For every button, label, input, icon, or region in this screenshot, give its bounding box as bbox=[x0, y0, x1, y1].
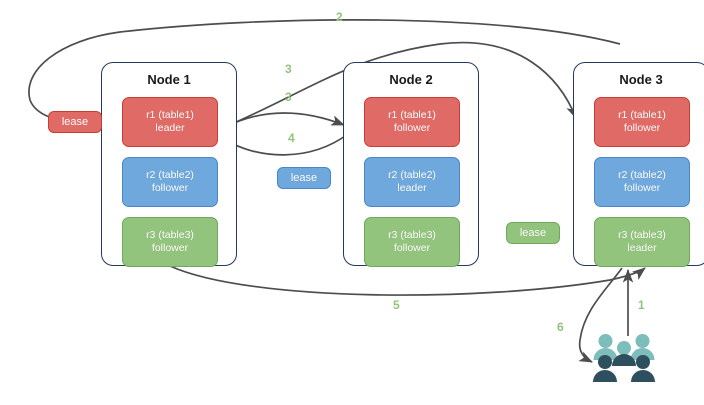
arrow-step-5 bbox=[169, 265, 646, 296]
node-2[interactable]: Node 2 r1 (table1) follower r2 (table2) … bbox=[343, 62, 479, 267]
node-3-title: Node 3 bbox=[619, 72, 663, 87]
node-3[interactable]: Node 3 r1 (table1) follower r2 (table2) … bbox=[573, 62, 704, 267]
node-1-replica-r1[interactable]: r1 (table1) leader bbox=[122, 97, 218, 147]
node-1[interactable]: Node 1 r1 (table1) leader r2 (table2) fo… bbox=[101, 62, 237, 267]
node-2-replica-r2[interactable]: r2 (table2) leader bbox=[364, 157, 460, 207]
node-1-replica-r1-name: r1 (table1) bbox=[146, 109, 194, 121]
node-3-replica-r3[interactable]: r3 (table3) leader bbox=[594, 217, 690, 267]
step-label-3a: 3 bbox=[285, 62, 292, 76]
node-1-title: Node 1 bbox=[147, 72, 191, 87]
step-label-1: 1 bbox=[638, 298, 645, 312]
step-label-6: 6 bbox=[557, 320, 564, 334]
node-1-replica-r2[interactable]: r2 (table2) follower bbox=[122, 157, 218, 207]
node-3-replica-r3-role: leader bbox=[627, 242, 657, 254]
node-1-replica-r3-role: follower bbox=[151, 242, 189, 254]
node-1-replica-r3-name: r3 (table3) bbox=[146, 229, 194, 241]
step-label-2: 2 bbox=[336, 10, 343, 24]
step-label-5: 5 bbox=[393, 298, 400, 312]
lease-chip-r3[interactable]: lease bbox=[506, 222, 560, 244]
node-2-replica-r3[interactable]: r3 (table3) follower bbox=[364, 217, 460, 267]
node-2-replica-r3-role: follower bbox=[393, 242, 431, 254]
node-3-replica-r2-role: follower bbox=[623, 182, 661, 194]
node-2-replica-r1-name: r1 (table1) bbox=[388, 109, 436, 121]
node-2-replica-r3-name: r3 (table3) bbox=[388, 229, 436, 241]
users-icon-front-row bbox=[593, 354, 655, 382]
node-1-replica-r2-role: follower bbox=[151, 182, 189, 194]
node-3-replica-r1-role: follower bbox=[623, 122, 661, 134]
node-2-title: Node 2 bbox=[389, 72, 433, 87]
node-3-replica-r1-name: r1 (table1) bbox=[618, 109, 666, 121]
node-1-replica-r2-name: r2 (table2) bbox=[146, 169, 194, 181]
node-2-replica-r1[interactable]: r1 (table1) follower bbox=[364, 97, 460, 147]
step-label-3b: 3 bbox=[285, 90, 292, 104]
lease-chip-r2[interactable]: lease bbox=[277, 167, 331, 189]
node-3-replica-r2[interactable]: r2 (table2) follower bbox=[594, 157, 690, 207]
lease-chip-r1[interactable]: lease bbox=[48, 111, 102, 133]
node-1-replica-r1-role: leader bbox=[155, 122, 185, 134]
node-3-replica-r3-name: r3 (table3) bbox=[618, 229, 666, 241]
step-label-4: 4 bbox=[288, 131, 295, 145]
arrow-step-4 bbox=[223, 133, 349, 156]
users-icon-back-row bbox=[593, 334, 655, 360]
node-1-replica-r3[interactable]: r3 (table3) follower bbox=[122, 217, 218, 267]
node-3-replica-r1[interactable]: r1 (table1) follower bbox=[594, 97, 690, 147]
node-2-replica-r2-role: leader bbox=[397, 182, 427, 194]
node-2-replica-r1-role: follower bbox=[393, 122, 431, 134]
node-3-replica-r2-name: r2 (table2) bbox=[618, 169, 666, 181]
users-icon bbox=[593, 334, 655, 382]
node-2-replica-r2-name: r2 (table2) bbox=[388, 169, 436, 181]
